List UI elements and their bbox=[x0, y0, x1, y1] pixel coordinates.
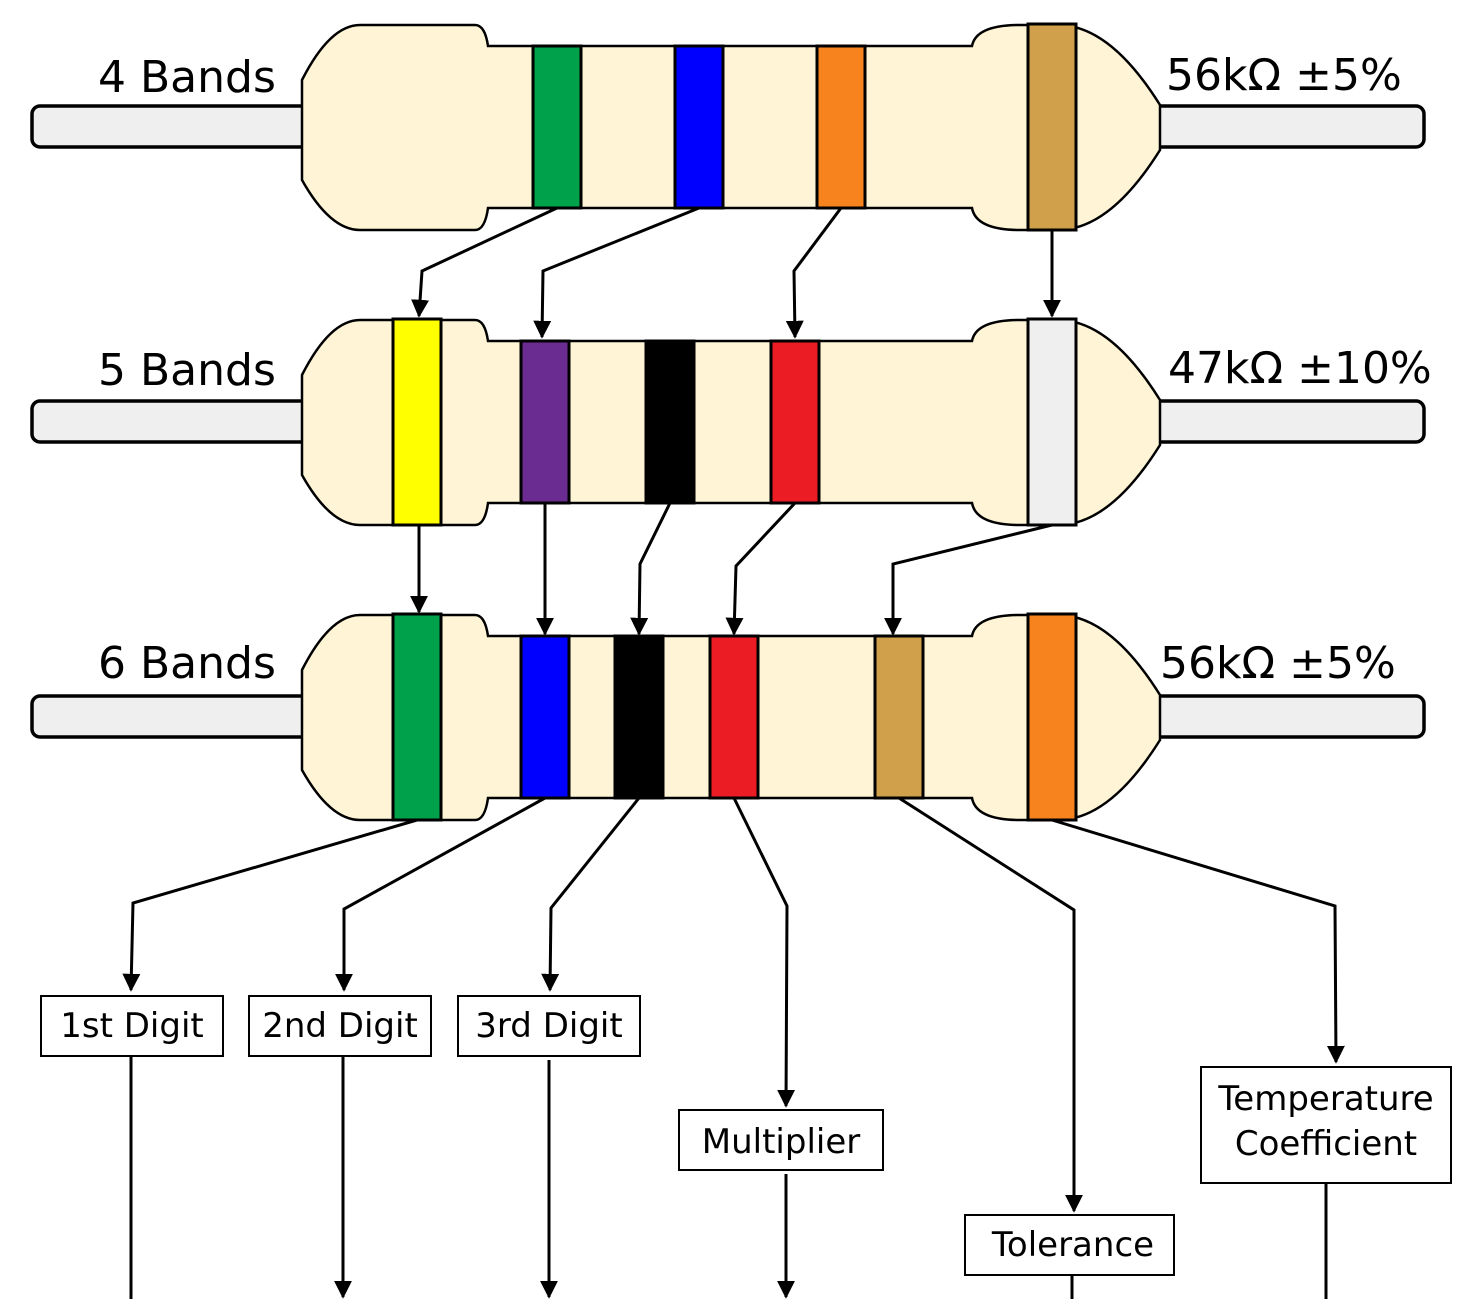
connector-arrow bbox=[884, 523, 1053, 636]
resistor-lead-left bbox=[30, 694, 314, 739]
resistor-value: 47kΩ ±10% bbox=[1168, 343, 1432, 394]
band-5-tolerance bbox=[873, 634, 925, 800]
label-text-line1: Temperature bbox=[1217, 1079, 1433, 1119]
band-3-multiplier bbox=[815, 44, 867, 210]
band-2-second-digit bbox=[519, 339, 571, 505]
band-4-multiplier bbox=[708, 634, 760, 800]
resistor-lead-right bbox=[1146, 104, 1426, 149]
band-2-second-digit bbox=[673, 44, 725, 210]
band-2-second-digit bbox=[519, 634, 571, 800]
label-text: 1st Digit bbox=[60, 1006, 203, 1046]
label-text: 2nd Digit bbox=[262, 1006, 418, 1046]
arrows-6-band-to-labels bbox=[122, 796, 1345, 1213]
band-3-third-digit bbox=[644, 339, 696, 505]
band-1-first-digit bbox=[391, 612, 443, 822]
band-4-tolerance bbox=[1026, 22, 1078, 232]
band-1-first-digit bbox=[391, 317, 443, 527]
resistor-lead-right bbox=[1146, 399, 1426, 444]
resistor-value: 56kΩ ±5% bbox=[1166, 50, 1402, 101]
resistor-lead-left bbox=[30, 104, 314, 149]
label-tolerance: Tolerance bbox=[964, 1214, 1175, 1276]
resistor-value: 56kΩ ±5% bbox=[1160, 638, 1396, 689]
connector-arrow bbox=[898, 796, 1083, 1213]
resistor-label: 6 Bands bbox=[98, 638, 276, 689]
resistor-lead-right bbox=[1146, 694, 1426, 739]
label-temperature-coefficient: Temperature Coefficient bbox=[1200, 1066, 1452, 1184]
connector-arrow bbox=[732, 797, 796, 1108]
connector-arrow bbox=[122, 818, 418, 992]
label-third-digit: 3rd Digit bbox=[457, 995, 641, 1057]
connector-arrow bbox=[725, 501, 797, 636]
arrows-4-to-5-band bbox=[411, 206, 1061, 339]
connector-arrow bbox=[335, 796, 546, 992]
band-6-temperature-coefficient bbox=[1026, 612, 1078, 822]
resistor-label: 4 Bands bbox=[98, 52, 276, 103]
label-box bbox=[964, 1214, 1175, 1276]
label-output-lines bbox=[129, 1056, 1328, 1299]
connector-arrow bbox=[533, 206, 700, 339]
label-box bbox=[40, 995, 224, 1057]
label-text-line2: Coefficient bbox=[1235, 1124, 1417, 1164]
label-text: Tolerance bbox=[991, 1225, 1154, 1265]
arrows-5-to-6-band bbox=[410, 501, 1053, 636]
band-5-tolerance bbox=[1026, 317, 1078, 527]
label-box bbox=[457, 995, 641, 1057]
connector-arrow bbox=[630, 502, 672, 636]
label-text: 3rd Digit bbox=[475, 1006, 622, 1046]
resistor-label: 5 Bands bbox=[98, 345, 276, 396]
resistor-lead-left bbox=[30, 399, 314, 444]
resistor-5-bands: 5 Bands 47kΩ ±10% bbox=[30, 317, 1432, 527]
label-multiplier: Multiplier bbox=[678, 1109, 884, 1171]
band-3-third-digit bbox=[613, 634, 665, 800]
label-box bbox=[248, 995, 432, 1057]
label-box bbox=[678, 1109, 884, 1171]
connector-arrow bbox=[411, 206, 558, 318]
label-text: Multiplier bbox=[702, 1122, 861, 1162]
band-4-multiplier bbox=[769, 339, 821, 505]
resistor-6-bands: 6 Bands 56kΩ ±5% bbox=[30, 612, 1426, 822]
connector-arrow bbox=[541, 797, 641, 992]
label-first-digit: 1st Digit bbox=[40, 995, 224, 1057]
label-second-digit: 2nd Digit bbox=[248, 995, 432, 1057]
connector-arrow bbox=[1051, 818, 1345, 1064]
connector-arrow bbox=[785, 207, 843, 339]
resistor-4-bands: 4 Bands 56kΩ ±5% bbox=[30, 22, 1426, 232]
band-1-first-digit bbox=[531, 44, 583, 210]
